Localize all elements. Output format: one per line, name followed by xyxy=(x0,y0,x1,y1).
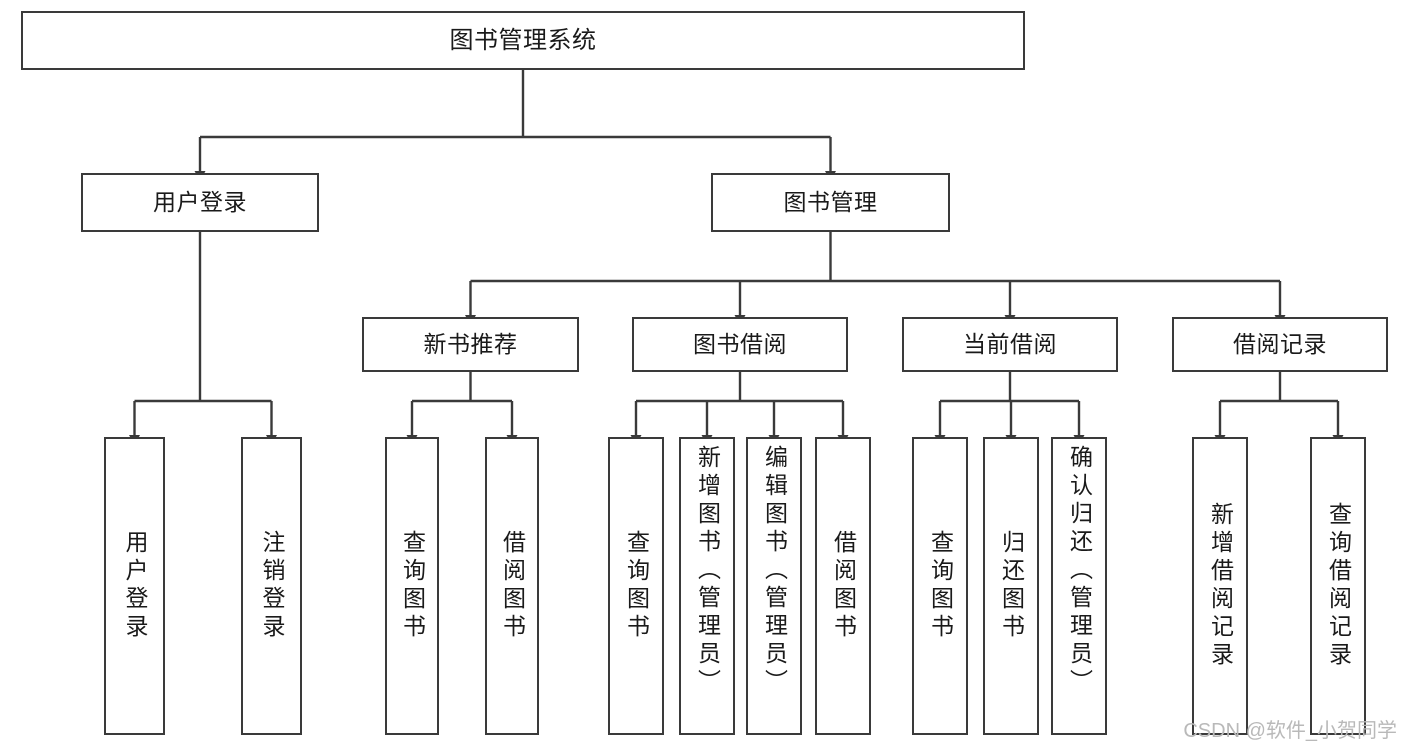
node-label: 用户登录 xyxy=(153,189,247,216)
node-label: 图书管理 xyxy=(783,189,878,216)
node-leaf-query-book-2[interactable]: 查询图书 xyxy=(608,437,664,735)
node-root[interactable]: 图书管理系统 xyxy=(21,11,1025,70)
node-leaf-user-login[interactable]: 用户登录 xyxy=(104,437,165,735)
node-label: 确认归还（管理员） xyxy=(1066,445,1093,697)
node-label: 图书管理系统 xyxy=(449,26,597,54)
node-leaf-borrow-book-1[interactable]: 借阅图书 xyxy=(485,437,539,735)
node-label: 新增图书（管理员） xyxy=(694,445,721,697)
node-label: 用户登录 xyxy=(122,530,148,642)
node-book-borrow[interactable]: 图书借阅 xyxy=(632,317,848,372)
node-leaf-logout[interactable]: 注销登录 xyxy=(241,437,302,735)
node-leaf-query-record[interactable]: 查询借阅记录 xyxy=(1310,437,1366,735)
node-leaf-query-book-3[interactable]: 查询图书 xyxy=(912,437,968,735)
node-book-manage[interactable]: 图书管理 xyxy=(711,173,950,232)
node-leaf-query-book-1[interactable]: 查询图书 xyxy=(385,437,439,735)
node-label: 编辑图书（管理员） xyxy=(761,445,788,697)
node-leaf-return-book[interactable]: 归还图书 xyxy=(983,437,1039,735)
node-leaf-borrow-book-2[interactable]: 借阅图书 xyxy=(815,437,871,735)
node-label: 新增借阅记录 xyxy=(1207,502,1234,670)
node-label: 借阅图书 xyxy=(499,530,526,642)
watermark-text: CSDN @软件_小贺同学 xyxy=(1183,720,1397,742)
node-leaf-confirm-return[interactable]: 确认归还（管理员） xyxy=(1051,437,1107,735)
node-label: 新书推荐 xyxy=(423,331,518,358)
node-label: 查询图书 xyxy=(927,530,954,642)
node-user-login[interactable]: 用户登录 xyxy=(81,173,319,232)
node-current-borrow[interactable]: 当前借阅 xyxy=(902,317,1118,372)
node-new-book-rec[interactable]: 新书推荐 xyxy=(362,317,579,372)
node-leaf-add-book[interactable]: 新增图书（管理员） xyxy=(679,437,735,735)
node-label: 归还图书 xyxy=(998,530,1025,642)
node-label: 查询图书 xyxy=(399,530,426,642)
node-leaf-edit-book[interactable]: 编辑图书（管理员） xyxy=(746,437,802,735)
node-label: 查询借阅记录 xyxy=(1325,502,1352,670)
node-label: 注销登录 xyxy=(259,530,285,642)
node-label: 借阅记录 xyxy=(1233,331,1327,358)
node-label: 借阅图书 xyxy=(830,530,857,642)
node-leaf-add-record[interactable]: 新增借阅记录 xyxy=(1192,437,1248,735)
node-borrow-record[interactable]: 借阅记录 xyxy=(1172,317,1388,372)
node-label: 图书借阅 xyxy=(693,331,787,358)
node-label: 当前借阅 xyxy=(963,331,1057,358)
node-label: 查询图书 xyxy=(623,530,650,642)
